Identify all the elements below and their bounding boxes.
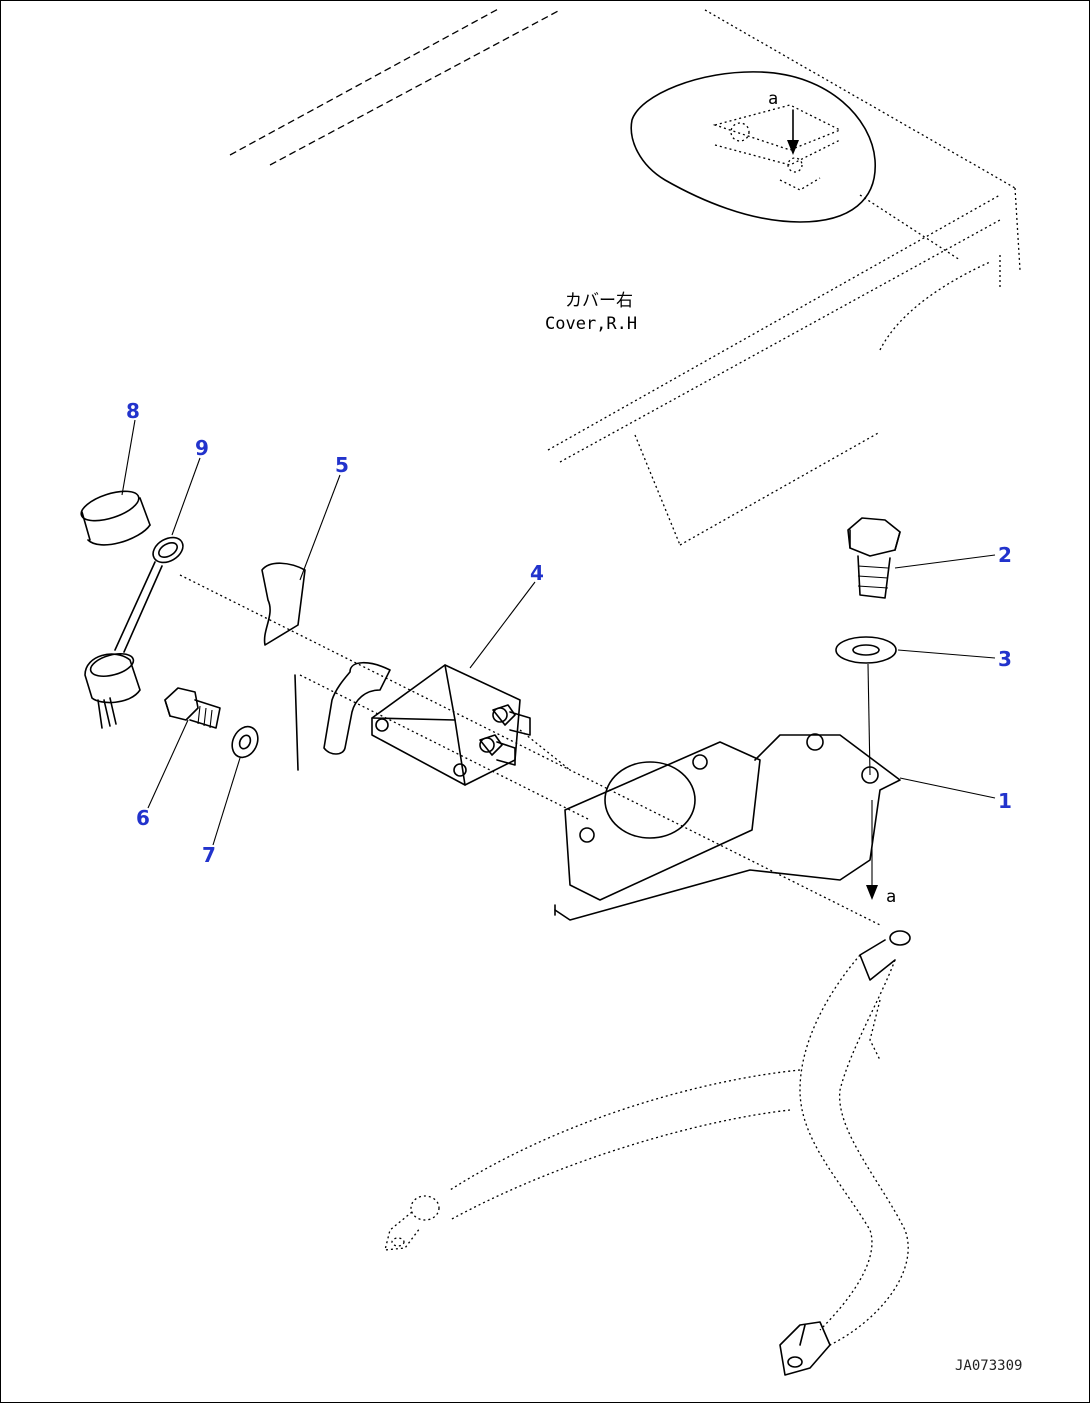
part-7-washer (231, 725, 259, 759)
callout-3: 3 (998, 647, 1012, 671)
part-1-bracket (554, 733, 901, 921)
callout-8: 8 (126, 399, 140, 423)
part-9-ring-strap (84, 536, 184, 729)
part-2-bolt (847, 517, 901, 599)
callout-5: 5 (335, 453, 349, 477)
cover-label-jp: カバー右 (565, 291, 633, 311)
part-8-cap (80, 490, 151, 546)
callout-9: 9 (195, 436, 209, 460)
callout-6: 6 (136, 806, 150, 830)
view-marker-bottom: a (886, 887, 896, 907)
cover-label-en: Cover,R.H (545, 314, 637, 334)
callout-4: 4 (530, 561, 544, 585)
callout-7: 7 (202, 843, 216, 867)
view-marker-top: a (768, 89, 778, 109)
cable-harness (384, 930, 911, 1376)
part-4-relay (323, 661, 531, 786)
callout-1: 1 (998, 789, 1012, 813)
part-5-plate (261, 562, 306, 646)
part-3-washer (835, 636, 897, 664)
callout-2: 2 (998, 543, 1012, 567)
part-6-bolt (164, 687, 221, 729)
leader-lines (121, 419, 996, 846)
cover-rh (229, 7, 1021, 546)
drawing-code: JA073309 (955, 1358, 1022, 1374)
